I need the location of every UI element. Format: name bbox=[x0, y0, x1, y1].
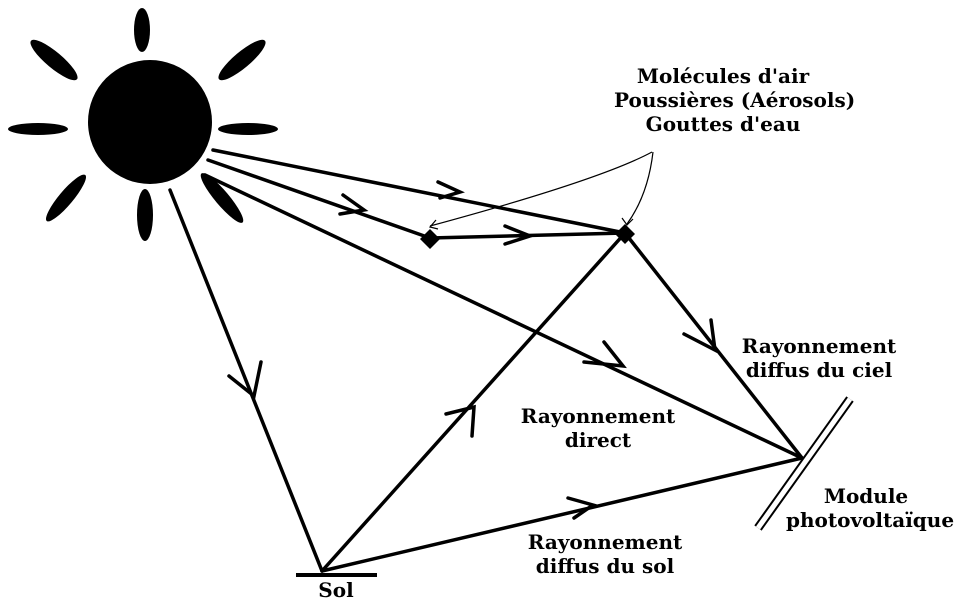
module-label: Module photovoltaïque bbox=[786, 484, 955, 532]
pointer-arrowhead bbox=[621, 217, 634, 226]
ground-diffuse-label-line: diffus du sol bbox=[535, 554, 675, 578]
ground-diffuse-label: Rayonnement diffus du sol bbox=[510, 530, 700, 578]
ground-diffuse-label-line: Rayonnement bbox=[527, 530, 683, 554]
direct-label-line: Rayonnement bbox=[520, 404, 676, 428]
module-label-line: Module bbox=[823, 484, 909, 508]
module-label-line: photovoltaïque bbox=[786, 508, 955, 532]
pointer-line bbox=[429, 151, 653, 227]
ray-sun-to-particle bbox=[206, 158, 432, 240]
sun-ray bbox=[137, 189, 153, 241]
direct-label-line: direct bbox=[564, 428, 632, 452]
particles-label-line: Gouttes d'eau bbox=[645, 112, 801, 136]
ray-ground-diffuse bbox=[320, 456, 804, 573]
particles-label-line: Poussières (Aérosols) bbox=[614, 88, 856, 112]
direct-label: Rayonnement direct bbox=[506, 404, 690, 452]
ray-ground-to-particle bbox=[320, 231, 627, 573]
particles-label-line: Molécules d'air bbox=[636, 64, 810, 88]
sun-ray bbox=[218, 39, 266, 81]
sun-ray bbox=[8, 123, 68, 135]
particle-marker bbox=[420, 229, 440, 249]
arrowhead bbox=[444, 404, 476, 438]
ray-sun-to-ground bbox=[168, 188, 324, 573]
sky-diffuse-label-line: diffus du ciel bbox=[745, 358, 893, 382]
sun-ray bbox=[30, 39, 78, 81]
arrowhead bbox=[682, 318, 718, 354]
photovoltaic-module bbox=[754, 396, 854, 531]
sun-icon bbox=[8, 8, 278, 241]
arrowhead bbox=[436, 180, 465, 200]
particles-label: Molécules d'air Poussières (Aérosols) Go… bbox=[614, 64, 856, 136]
ground-label: Sol bbox=[318, 578, 354, 602]
arrowhead bbox=[503, 224, 536, 246]
arrowhead bbox=[566, 496, 598, 520]
pointer-arrowhead bbox=[428, 219, 439, 230]
sun-ray bbox=[218, 123, 278, 135]
sky-diffuse-label: Rayonnement diffus du ciel bbox=[728, 334, 910, 382]
arrowhead bbox=[227, 360, 263, 400]
arrowhead bbox=[582, 340, 627, 369]
pointer-line bbox=[626, 151, 654, 225]
sun-ray bbox=[45, 174, 87, 222]
ray-direct bbox=[203, 173, 804, 460]
sky-diffuse-label-line: Rayonnement bbox=[741, 334, 897, 358]
sun-ray bbox=[134, 8, 150, 52]
arrowhead bbox=[338, 193, 369, 216]
ray-sun-to-particle bbox=[211, 148, 627, 235]
sun-ray bbox=[200, 173, 244, 223]
particle-marker bbox=[615, 224, 635, 244]
